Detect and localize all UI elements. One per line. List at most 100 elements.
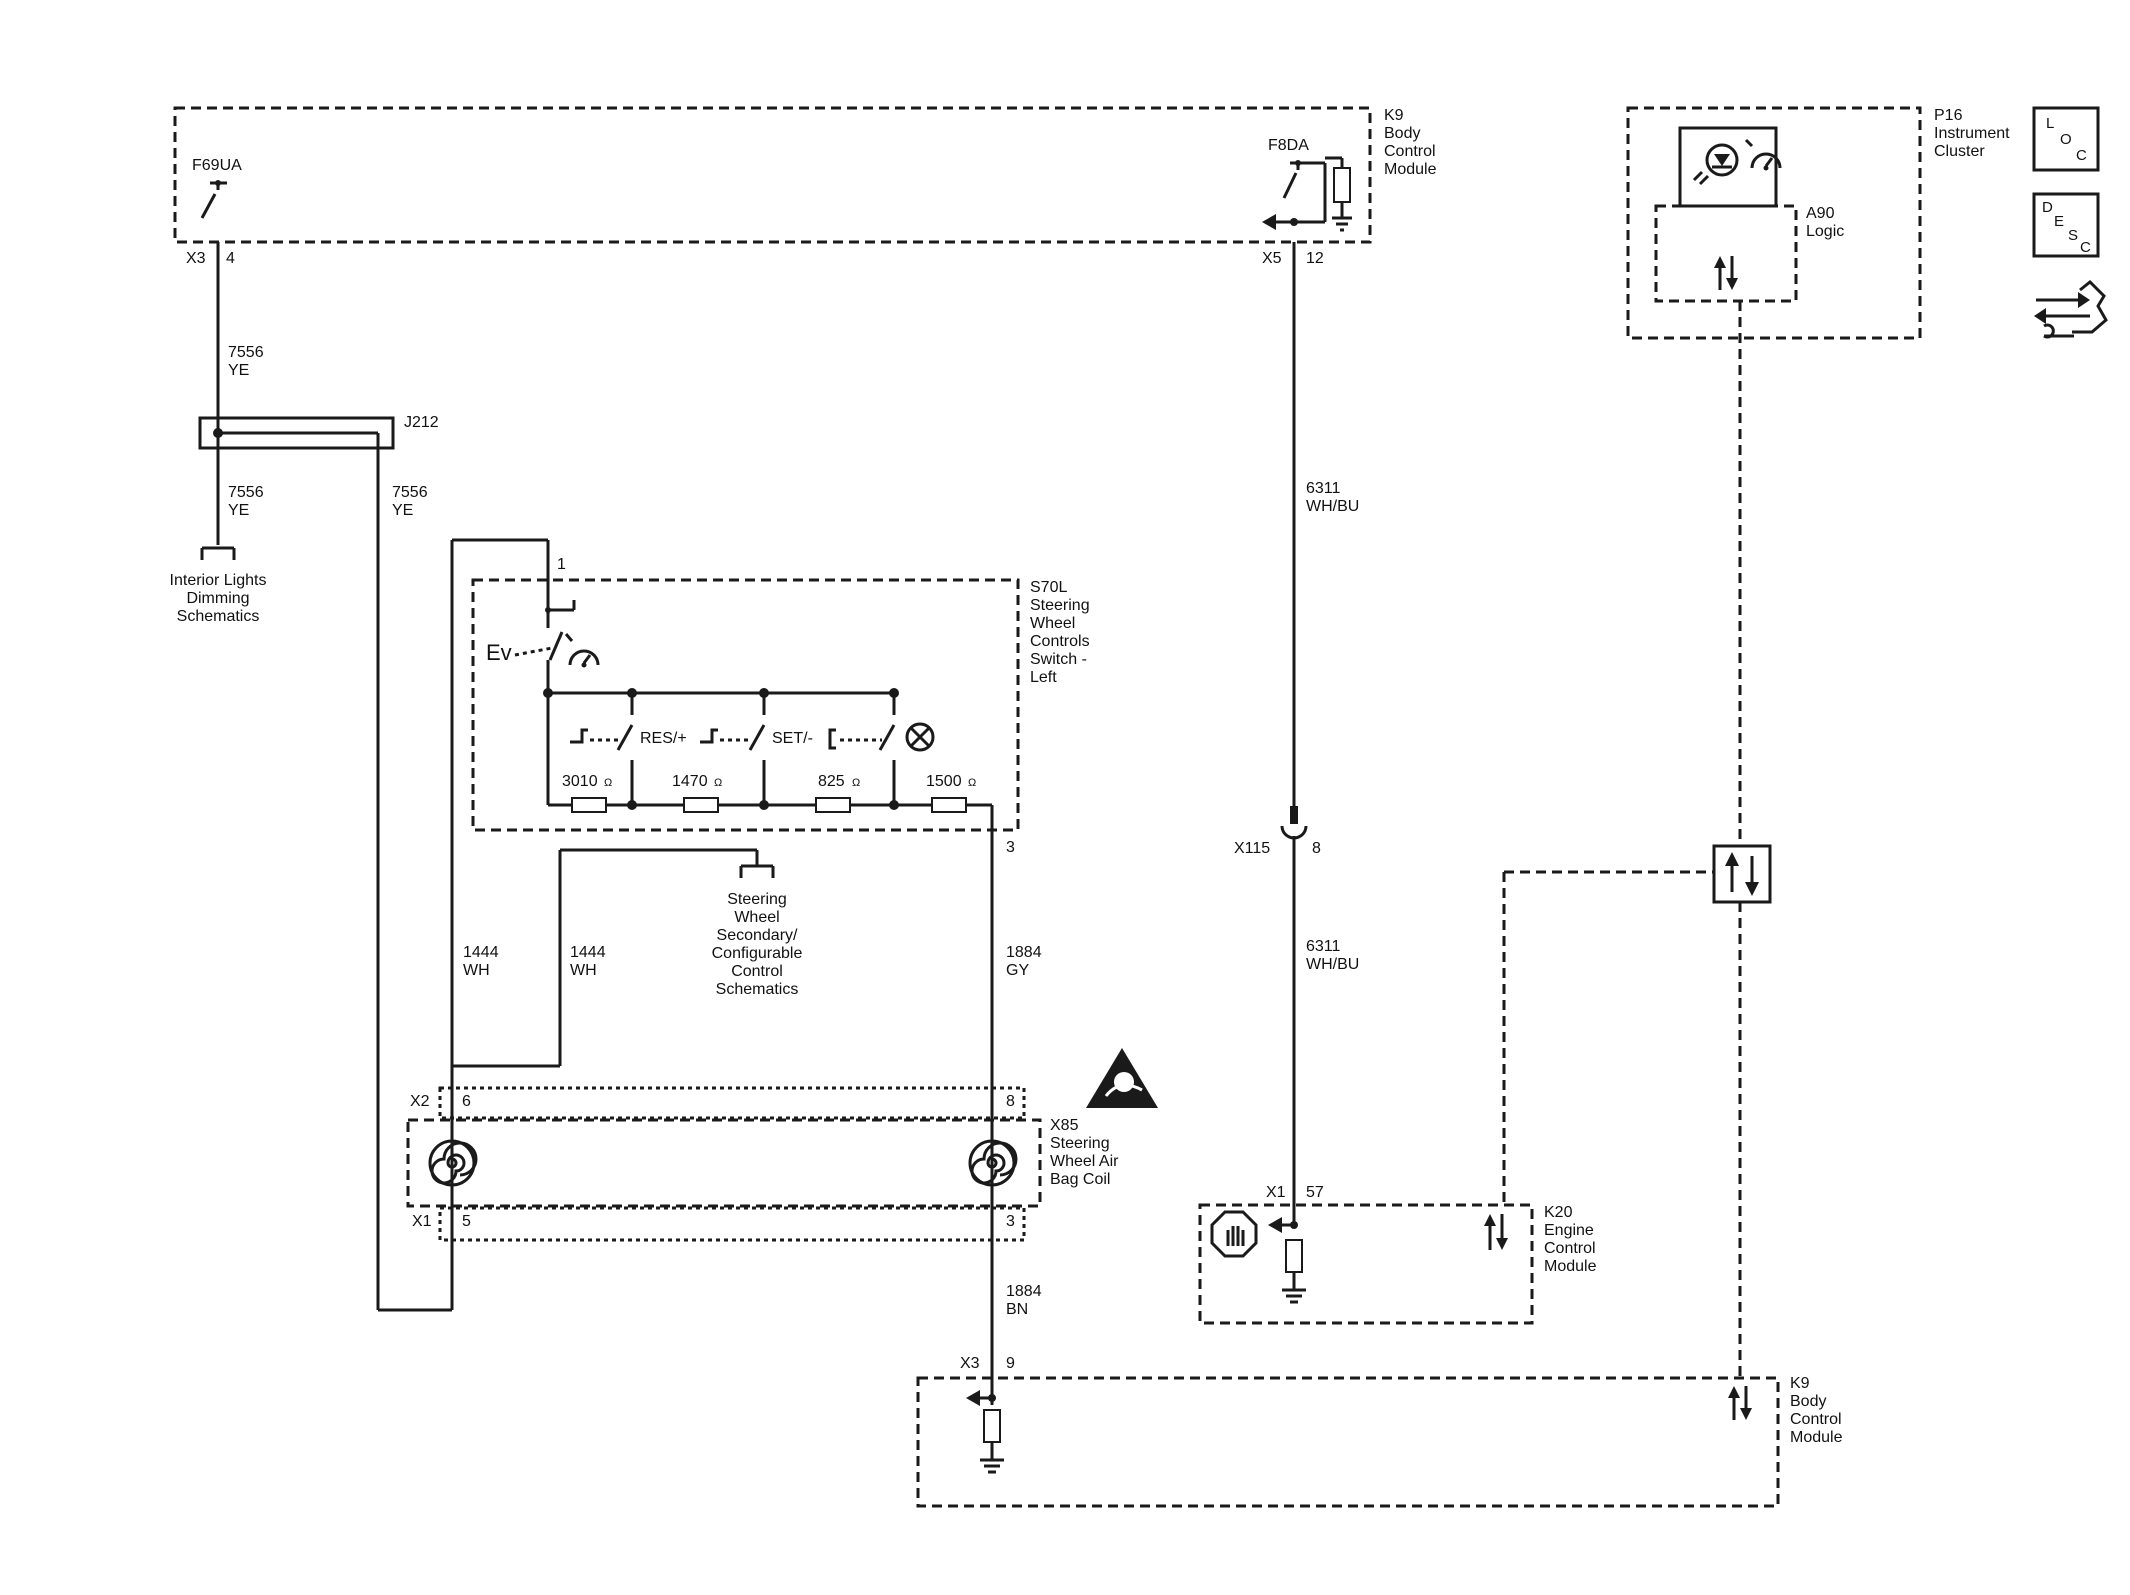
interior-lights-line1: Interior Lights — [170, 572, 267, 589]
resistor-4-value: 1500 — [926, 773, 962, 790]
desc-letter-d: D — [2042, 199, 2053, 216]
x85-x2-connector: X2 — [410, 1093, 430, 1110]
a90-line1: Logic — [1806, 223, 1844, 240]
k9-top-line2: Control — [1384, 143, 1436, 160]
wire-7556-mid-color: YE — [228, 502, 249, 519]
cruise-speedometer-icon — [564, 633, 600, 668]
loc-letter-o: O — [2060, 131, 2072, 148]
x85-line2: Wheel Air — [1050, 1153, 1119, 1170]
wire-6311-bottom-circuit: 6311 — [1306, 938, 1341, 955]
interior-lights-line3: Schematics — [177, 608, 260, 625]
f69ua-switch-icon — [200, 180, 227, 219]
k20-module: K20 Engine Control Module — [1198, 1203, 1597, 1325]
s70l-id: S70L — [1030, 579, 1067, 596]
x85-airbag-coil: X85 Steering Wheel Air Bag Coil — [406, 1048, 1158, 1310]
wire-7556-top-color: YE — [228, 362, 249, 379]
coil-right-icon — [968, 1139, 1018, 1187]
resistor-1-value: 3010 — [562, 773, 598, 790]
desc-button[interactable]: D E S C — [2032, 192, 2100, 258]
resistor-3-value: 825 — [818, 773, 845, 790]
circuit-7556 — [198, 242, 395, 1310]
wire-1444-left-circuit: 1444 — [463, 944, 499, 961]
k20-x1-pin: 57 — [1306, 1184, 1324, 1201]
desc-letter-c: C — [2080, 239, 2091, 256]
p16-line2: Cluster — [1934, 143, 1985, 160]
wire-1884-bn-color: BN — [1006, 1301, 1028, 1318]
x115-connector: X115 — [1234, 840, 1270, 857]
s70l-pin-3: 3 — [1006, 839, 1015, 856]
p16-id: P16 — [1934, 107, 1963, 124]
k9-top-id: K9 — [1384, 107, 1404, 124]
wire-6311-top-color: WH/BU — [1306, 498, 1359, 515]
wire-7556-right-color: YE — [392, 502, 413, 519]
ev-label-icon: Eᴠ — [486, 640, 512, 665]
x85-line3: Bag Coil — [1050, 1171, 1110, 1188]
f8da-label: F8DA — [1268, 137, 1309, 154]
cluster-speedometer-icon — [1744, 138, 1782, 171]
switch-branch-1 — [570, 693, 634, 805]
switch-branch-3 — [828, 693, 896, 805]
s70l-line4: Switch - — [1030, 651, 1087, 668]
switch-branch-2 — [700, 693, 766, 805]
wire-6311-top-circuit: 6311 — [1306, 480, 1341, 497]
x85-x1-connector: X1 — [412, 1213, 432, 1230]
resistor-4-unit: Ω — [968, 777, 976, 789]
cancel-icon — [905, 722, 935, 752]
k9-x3-pin: 4 — [226, 250, 235, 267]
wire-7556-right-circuit: 7556 — [392, 484, 428, 501]
f69ua-label: F69UA — [192, 157, 242, 174]
s70l-line2: Wheel — [1030, 615, 1075, 632]
wire-1444-left-color: WH — [463, 962, 490, 979]
loc-letter-l: L — [2046, 115, 2054, 132]
interior-lights-line2: Dimming — [186, 590, 249, 607]
f8da-switch-icon — [1262, 156, 1352, 232]
loc-button[interactable]: L O C — [2032, 106, 2100, 172]
wire-1444-right-circuit: 1444 — [570, 944, 606, 961]
k9-bottom-line2: Control — [1790, 1411, 1842, 1428]
res-plus-label: RES/+ — [640, 730, 687, 747]
cruise-on-switch-icon: Eᴠ — [486, 600, 576, 693]
x115-pin: 8 — [1312, 840, 1321, 857]
x85-x2-pin-left: 6 — [462, 1093, 471, 1110]
wire-1444-right-color: WH — [570, 962, 597, 979]
k9-bottom-x3-connector: X3 — [960, 1355, 980, 1372]
wire-6311-bottom-color: WH/BU — [1306, 956, 1359, 973]
k9-bottom-data-arrows-icon — [1728, 1386, 1752, 1420]
k9-bottom-module: K9 Body Control Module — [916, 1375, 1843, 1508]
x85-x1-pin-right: 3 — [1006, 1213, 1015, 1230]
resistor-2-value: 1470 — [672, 773, 708, 790]
wire-1884-bn-circuit: 1884 — [1006, 1283, 1042, 1300]
k9-bottom-id: K9 — [1790, 1375, 1810, 1392]
wire-1884-gy-color: GY — [1006, 962, 1029, 979]
x85-id: X85 — [1050, 1117, 1079, 1134]
secondary-ref-line4: Configurable — [712, 945, 803, 962]
circuit-6311 — [1280, 242, 1308, 1222]
s70l-line3: Controls — [1030, 633, 1090, 650]
x85-x2-pin-right: 8 — [1006, 1093, 1015, 1110]
secondary-ref-line3: Secondary/ — [717, 927, 798, 944]
a90-data-arrows-icon — [1714, 256, 1738, 290]
wire-1884-gy-circuit: 1884 — [1006, 944, 1042, 961]
k9-bottom-line3: Module — [1790, 1429, 1843, 1446]
x85-line1: Steering — [1050, 1135, 1110, 1152]
k9-top-module: K9 Body Control Module F69UA — [173, 106, 1437, 244]
desc-letter-s: S — [2068, 227, 2078, 244]
schematic-arrows-icon[interactable] — [2034, 279, 2108, 339]
resistor-1-unit: Ω — [604, 777, 612, 789]
serial-data-bus — [1502, 301, 1772, 1378]
interior-lights-reference: Interior Lights Dimming Schematics — [170, 572, 267, 625]
loc-letter-c: C — [2076, 147, 2087, 164]
k9-x5-pin: 12 — [1306, 250, 1324, 267]
k9-bottom-x3-pin: 9 — [1006, 1355, 1015, 1372]
k9-x5-connector: X5 — [1262, 250, 1282, 267]
wire-7556-top-circuit: 7556 — [228, 344, 264, 361]
p16-module: A90 Logic P16 Instrument Cluster — [1626, 106, 2010, 340]
secondary-ref-line5: Control — [731, 963, 783, 980]
k9-top-line1: Body — [1384, 125, 1420, 142]
k20-id: K20 — [1544, 1204, 1573, 1221]
secondary-ref-line2: Wheel — [734, 909, 779, 926]
wire-7556-mid-circuit: 7556 — [228, 484, 264, 501]
secondary-ref-line6: Schematics — [716, 981, 799, 998]
a90-id: A90 — [1806, 205, 1835, 222]
p16-line1: Instrument — [1934, 125, 2010, 142]
